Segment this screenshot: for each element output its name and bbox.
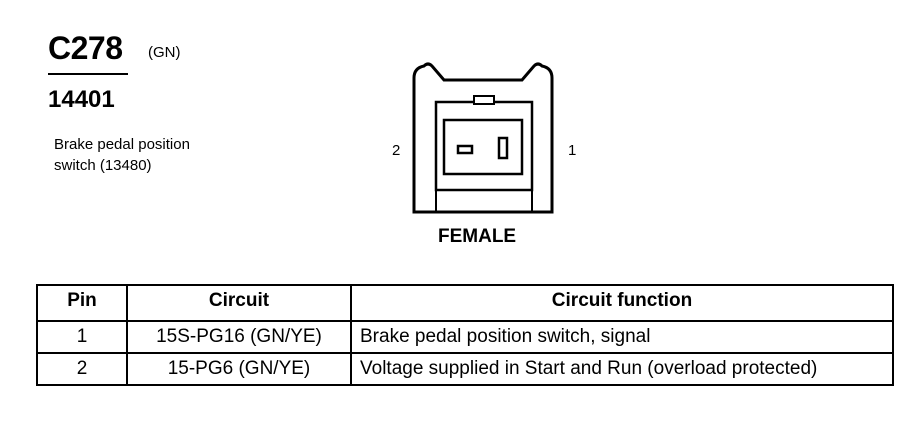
connector-gender-label: FEMALE <box>438 226 517 247</box>
table-row: 2 15-PG6 (GN/YE) Voltage supplied in Sta… <box>36 352 894 386</box>
connector-housing-outline <box>412 62 554 214</box>
table-row: 1 15S-PG16 (GN/YE) Brake pedal position … <box>36 320 894 354</box>
circuit-cell: 15-PG6 (GN/YE) <box>126 352 352 386</box>
pin-2-terminal <box>456 144 474 155</box>
part-number: 14401 <box>48 86 115 113</box>
pin-1-terminal <box>497 136 509 160</box>
description-line-1: Brake pedal position <box>54 136 190 153</box>
pin-cell: 1 <box>36 320 128 354</box>
circuit-cell: 15S-PG16 (GN/YE) <box>126 320 352 354</box>
function-cell: Brake pedal position switch, signal <box>350 320 894 354</box>
connector-latch <box>473 95 495 105</box>
component-description: Brake pedal position switch (13480) <box>54 134 190 176</box>
table-header-row: Pin Circuit Circuit function <box>36 284 894 322</box>
description-line-2: switch (13480) <box>54 157 152 174</box>
color-code: (GN) <box>148 44 181 61</box>
pin-cell: 2 <box>36 352 128 386</box>
pin-label-1: 1 <box>568 142 577 159</box>
connector-id: C278 <box>48 30 123 66</box>
connector-id-underline <box>48 73 128 75</box>
function-cell: Voltage supplied in Start and Run (overl… <box>350 352 894 386</box>
header-pin: Pin <box>36 284 128 322</box>
connector-inner-frame <box>434 100 534 192</box>
pin-table: Pin Circuit Circuit function 1 15S-PG16 … <box>36 284 894 386</box>
connector-face-diagram <box>412 62 554 214</box>
pin-label-2: 2 <box>392 142 401 159</box>
connector-cavity <box>442 118 524 176</box>
header-circuit-function: Circuit function <box>350 284 894 322</box>
header-circuit: Circuit <box>126 284 352 322</box>
